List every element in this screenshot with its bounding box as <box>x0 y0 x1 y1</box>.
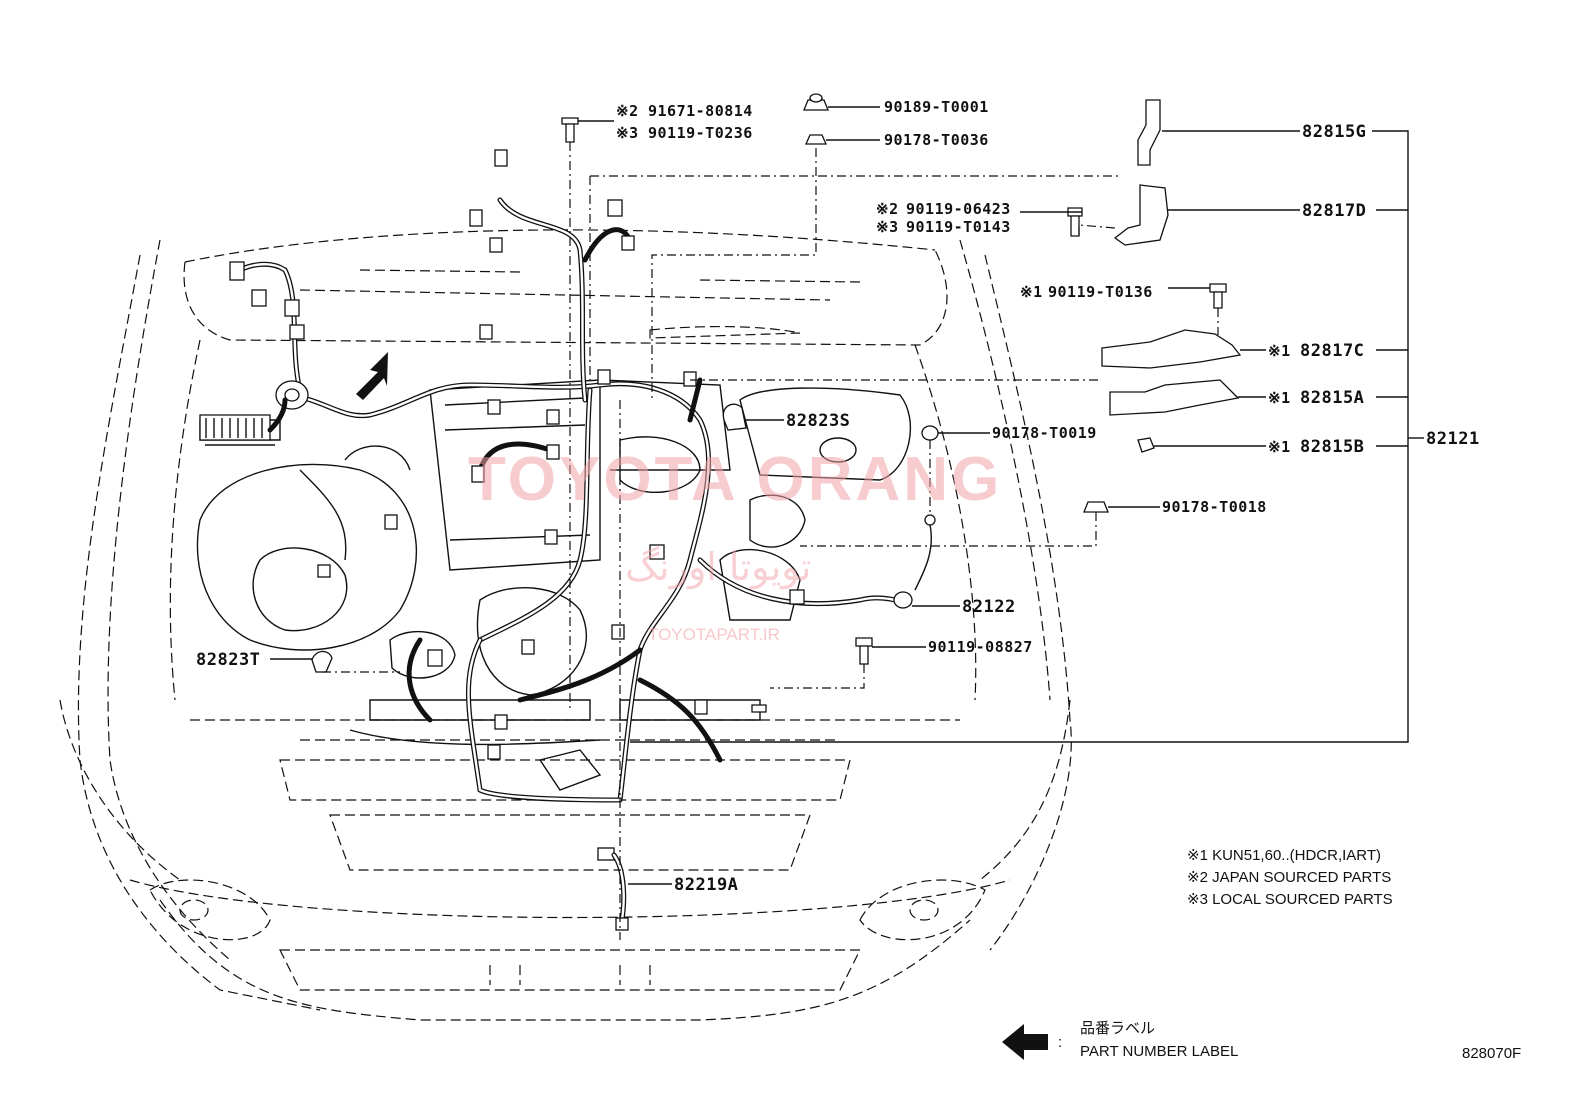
vehicle-body-outline <box>59 229 1072 1021</box>
note-1: ※1 KUN51,60..(HDCR,IART) <box>1187 847 1381 864</box>
callout-90178-T0019: 90178-T0019 <box>992 424 1097 442</box>
callout-82219A: 82219A <box>674 875 738 895</box>
callout-91671-80814-marker: ※2 <box>616 102 639 120</box>
legend-label-jp: 品番ラベル <box>1080 1020 1155 1037</box>
callout-82815B-marker: ※1 <box>1268 438 1291 456</box>
callout-82815A-marker: ※1 <box>1268 389 1291 407</box>
applicability-notes: ※1 KUN51,60..(HDCR,IART) ※2 JAPAN SOURCE… <box>1187 847 1393 908</box>
callout-82122: 82122 <box>962 597 1016 617</box>
label-location-arrow <box>356 352 388 400</box>
legend: : 品番ラベル PART NUMBER LABEL <box>1002 1020 1238 1060</box>
callout-82823S: 82823S <box>786 411 850 431</box>
figure-code: 828070F <box>1462 1045 1521 1062</box>
watermark-site: TOYOTAPART.IR <box>648 625 780 644</box>
callout-90119-T0236-marker: ※3 <box>616 124 639 142</box>
callout-90189-T0001: 90189-T0001 <box>884 98 989 116</box>
hardware-parts <box>311 93 1242 931</box>
callout-90119-08827: 90119-08827 <box>928 638 1033 656</box>
callout-labels: ※2 91671-80814 ※3 90119-T0236 90189-T000… <box>196 98 1480 895</box>
callout-82817D: 82817D <box>1302 201 1366 221</box>
watermark: TOYOTA ORANG تویوتا اورنگ TOYOTAPART.IR <box>468 445 1002 644</box>
leader-lines <box>270 106 1424 940</box>
callout-82823T: 82823T <box>196 650 260 670</box>
watermark-main: TOYOTA ORANG <box>468 445 1002 514</box>
callout-90119-06423-marker: ※2 <box>876 200 899 218</box>
wire-harness-main <box>199 149 908 803</box>
callout-90119-T0136: 90119-T0136 <box>1048 283 1153 301</box>
callout-90119-06423: 90119-06423 <box>906 200 1011 218</box>
note-2: ※2 JAPAN SOURCED PARTS <box>1187 869 1391 886</box>
note-3: ※3 LOCAL SOURCED PARTS <box>1187 891 1393 908</box>
callout-90178-T0036: 90178-T0036 <box>884 131 989 149</box>
callout-90119-T0136-marker: ※1 <box>1020 283 1043 301</box>
callout-82815A: 82815A <box>1300 388 1364 408</box>
legend-colon: : <box>1058 1034 1062 1051</box>
callout-90119-T0143-marker: ※3 <box>876 218 899 236</box>
callout-82817C-marker: ※1 <box>1268 342 1291 360</box>
callout-82121: 82121 <box>1426 429 1480 449</box>
callout-91671-80814: 91671-80814 <box>648 102 753 120</box>
legend-arrow-icon <box>1002 1024 1048 1060</box>
legend-label-en: PART NUMBER LABEL <box>1080 1043 1238 1060</box>
watermark-arabic: تویوتا اورنگ <box>625 545 812 590</box>
callout-90119-T0143: 90119-T0143 <box>906 218 1011 236</box>
callout-90119-T0236: 90119-T0236 <box>648 124 753 142</box>
callout-90178-T0018: 90178-T0018 <box>1162 498 1267 516</box>
callout-82817C: 82817C <box>1300 341 1364 361</box>
callout-82815B: 82815B <box>1300 437 1364 457</box>
callout-82815G: 82815G <box>1302 122 1366 142</box>
